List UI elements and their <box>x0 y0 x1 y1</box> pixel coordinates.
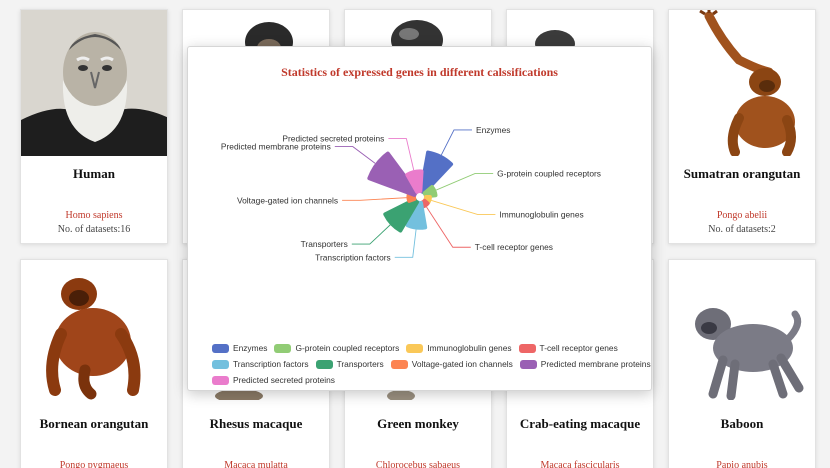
species-name: Rhesus macaque <box>209 416 303 431</box>
legend-item[interactable]: Predicted secreted proteins <box>212 375 335 385</box>
label-leader-line <box>351 224 391 245</box>
gene-statistics-modal: Statistics of expressed genes in differe… <box>187 46 652 391</box>
species-scientific-name[interactable]: Papio anubis <box>716 460 768 468</box>
legend-label: Predicted membrane proteins <box>540 359 651 369</box>
slice-label: Transcription factors <box>315 252 391 262</box>
legend-swatch <box>406 343 424 353</box>
legend-item[interactable]: T-cell receptor genes <box>518 343 618 353</box>
green-monkey-image <box>345 264 491 400</box>
legend-item[interactable]: Immunoglobulin genes <box>406 343 512 353</box>
legend-row: Predicted secreted proteins <box>212 372 642 388</box>
legend-swatch <box>212 375 229 385</box>
label-leader-line <box>431 200 496 215</box>
bornean-orangutan-image <box>21 264 167 400</box>
slice-label: Predicted membrane proteins <box>221 142 331 152</box>
species-name: Baboon <box>720 416 764 431</box>
species-scientific-name[interactable]: Homo sapiens <box>65 210 123 221</box>
label-leader-line <box>440 129 472 156</box>
legend-item[interactable]: Predicted membrane proteins <box>519 359 651 369</box>
rose-slice[interactable] <box>383 197 419 233</box>
species-scientific-name[interactable]: Chlorocebus sabaeus <box>375 460 461 468</box>
species-name: Green monkey <box>377 416 459 431</box>
rose-slice[interactable] <box>367 151 419 197</box>
legend-label: Predicted secreted proteins <box>233 375 335 385</box>
legend-item[interactable]: Enzymes <box>212 343 267 353</box>
legend-row: Enzymes G-protein coupled receptors Immuno… <box>212 340 642 356</box>
legend-item[interactable]: Voltage-gated ion channels <box>390 359 513 369</box>
slice-label: Enzymes <box>476 125 510 135</box>
chart-title: Statistics of expressed genes in differe… <box>281 65 558 79</box>
slice-label: G-protein coupled receptors <box>497 168 601 178</box>
label-leader-line <box>342 197 407 201</box>
baboon-image <box>669 264 815 400</box>
legend-item[interactable]: Transcription factors <box>212 359 309 369</box>
rose-slice[interactable] <box>419 150 454 195</box>
label-leader-line <box>388 138 415 171</box>
species-card-bornean-orangutan[interactable]: Bornean orangutan Pongo pygmaeus <box>20 259 168 468</box>
species-name: Bornean orangutan <box>39 416 149 431</box>
label-leader-line <box>394 229 417 258</box>
legend-label: T-cell receptor genes <box>539 343 618 353</box>
species-scientific-name[interactable]: Macaca mulatta <box>224 460 288 468</box>
species-name: Human <box>73 166 115 181</box>
legend-row: Transcription factors Transporters Voltage… <box>212 356 651 372</box>
legend-swatch <box>315 359 333 369</box>
rose-slice[interactable] <box>422 185 438 199</box>
species-card-sumatran-orangutan[interactable]: Sumatran orangutan Pongo abelii No. of d… <box>668 9 816 244</box>
sumatran-orangutan-image <box>669 10 815 156</box>
species-scientific-name[interactable]: Pongo abelii <box>716 210 768 221</box>
slice-label: Predicted secreted proteins <box>282 134 384 144</box>
species-card-human[interactable]: Human Homo sapiens No. of datasets:16 <box>20 9 168 244</box>
species-name: Sumatran orangutan <box>683 166 801 181</box>
legend-label: G-protein coupled receptors <box>295 343 400 353</box>
species-scientific-name[interactable]: Pongo pygmaeus <box>59 460 129 468</box>
legend-label: Transcription factors <box>233 359 309 369</box>
legend-label: Immunoglobulin genes <box>427 343 512 353</box>
legend-swatch <box>519 359 537 369</box>
label-leader-line <box>436 172 494 191</box>
rhesus-macaque-image <box>183 264 329 400</box>
species-dataset-count: No. of datasets:2 <box>708 224 776 235</box>
species-name: Crab-eating macaque <box>519 416 641 431</box>
legend-swatch <box>518 343 536 353</box>
label-leader-line <box>426 206 471 248</box>
slice-label: T-cell receptor genes <box>475 242 553 252</box>
species-card-baboon[interactable]: Baboon Papio anubis <box>668 259 816 468</box>
legend-item[interactable]: Transporters <box>315 359 384 369</box>
rose-slice[interactable] <box>405 169 424 194</box>
species-dataset-count: No. of datasets:16 <box>57 224 131 235</box>
legend-swatch <box>390 359 408 369</box>
slice-label: Transporters <box>301 239 348 249</box>
human-portrait-image <box>21 10 167 156</box>
legend-swatch <box>274 343 292 353</box>
legend-label: Voltage-gated ion channels <box>411 359 513 369</box>
legend-item[interactable]: G-protein coupled receptors <box>274 343 399 353</box>
slice-label: Immunoglobulin genes <box>499 209 583 219</box>
legend-swatch <box>212 359 229 369</box>
chart-legend: Enzymes G-protein coupled receptors Immuno… <box>212 340 651 388</box>
legend-label: Enzymes <box>233 343 268 353</box>
legend-label: Transporters <box>336 359 384 369</box>
rose-slice[interactable] <box>405 200 428 230</box>
label-leader-line <box>334 146 376 164</box>
legend-swatch <box>212 343 229 353</box>
species-scientific-name[interactable]: Macaca fascicularis <box>540 460 620 468</box>
slice-label: Voltage-gated ion channels <box>237 195 338 205</box>
